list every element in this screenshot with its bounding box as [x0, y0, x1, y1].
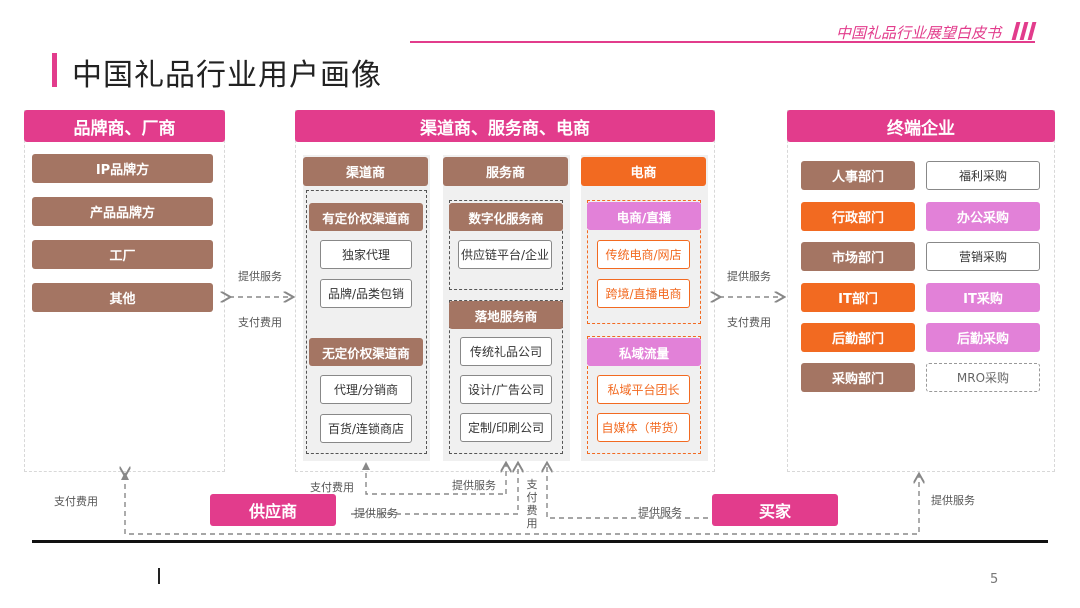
channel-heading: 渠道商、服务商、电商 — [295, 110, 715, 142]
flow-label-provide: 提供服务 — [238, 270, 282, 283]
flow-label-provide: 提供服务 — [452, 479, 496, 492]
header-rule — [410, 41, 1035, 43]
department-item: 后勤部门 — [801, 323, 915, 352]
local-service-border — [449, 300, 563, 454]
private-traffic-border — [587, 336, 701, 454]
live-ecommerce-border — [587, 200, 701, 324]
brand-item: 其他 — [32, 283, 213, 312]
department-item: IT部门 — [801, 283, 915, 312]
department-item: 采购部门 — [801, 363, 915, 392]
ecommerce-label: 电商 — [581, 157, 706, 186]
brand-item: 产品品牌方 — [32, 197, 213, 226]
purchase-item: 办公采购 — [926, 202, 1040, 231]
purchase-item: 营销采购 — [926, 242, 1040, 271]
ecommerce-item: 跨境/直播电商 — [597, 279, 690, 308]
supplier-pill: 供应商 — [210, 494, 336, 526]
priced-channel-label: 有定价权渠道商 — [309, 203, 423, 231]
report-tag: 中国礼品行业展望白皮书 — [836, 24, 1002, 42]
ecommerce-item: 传统电商/网店 — [597, 240, 690, 269]
enterprise-heading: 终端企业 — [787, 110, 1055, 142]
service-item: 定制/印刷公司 — [460, 413, 552, 442]
flow-label-pay: 支付费用 — [238, 316, 282, 329]
ecommerce-item: 自媒体（带货） — [597, 413, 690, 442]
channel-label: 渠道商 — [303, 157, 428, 186]
page-number: 5 — [990, 572, 999, 587]
department-item: 行政部门 — [801, 202, 915, 231]
local-service-label: 落地服务商 — [449, 301, 563, 329]
digital-service-border — [449, 200, 563, 290]
digital-service-label: 数字化服务商 — [449, 203, 563, 231]
channel-item: 品牌/品类包销 — [320, 279, 412, 308]
flow-label-pay-vertical: 支 付 费 用 — [526, 478, 538, 530]
ecommerce-item: 私域平台团长 — [597, 375, 690, 404]
service-item: 设计/广告公司 — [460, 375, 552, 404]
flow-label-provide: 提供服务 — [354, 507, 398, 520]
brand-item: 工厂 — [32, 240, 213, 269]
flow-label-pay: 支付费用 — [54, 495, 98, 508]
footer-rule — [32, 540, 1048, 543]
service-label: 服务商 — [443, 157, 568, 186]
flow-label-provide: 提供服务 — [727, 270, 771, 283]
service-item: 供应链平台/企业 — [458, 240, 552, 269]
channel-group-border — [306, 190, 427, 454]
department-item: 人事部门 — [801, 161, 915, 190]
unpriced-channel-label: 无定价权渠道商 — [309, 338, 423, 366]
page-title: 中国礼品行业用户画像 — [72, 58, 382, 93]
title-accent-bar — [52, 53, 57, 87]
brand-heading: 品牌商、厂商 — [24, 110, 225, 142]
live-ecommerce-label: 电商/直播 — [587, 202, 701, 230]
service-item: 传统礼品公司 — [460, 337, 552, 366]
buyer-pill: 买家 — [712, 494, 838, 526]
purchase-item: 福利采购 — [926, 161, 1040, 190]
channel-item: 百货/连锁商店 — [320, 414, 412, 443]
purchase-item: IT采购 — [926, 283, 1040, 312]
purchase-item: 后勤采购 — [926, 323, 1040, 352]
flow-label-provide: 提供服务 — [638, 506, 682, 519]
brand-item: IP品牌方 — [32, 154, 213, 183]
footer-mark — [158, 568, 160, 584]
channel-item: 代理/分销商 — [320, 375, 412, 404]
private-traffic-label: 私域流量 — [587, 338, 701, 366]
purchase-item: MRO采购 — [926, 363, 1040, 392]
flow-label-pay: 支付费用 — [310, 481, 354, 494]
slashes-decoration — [1011, 22, 1037, 40]
channel-item: 独家代理 — [320, 240, 412, 269]
flow-label-provide: 提供服务 — [931, 494, 975, 507]
flow-label-pay: 支付费用 — [727, 316, 771, 329]
department-item: 市场部门 — [801, 242, 915, 271]
